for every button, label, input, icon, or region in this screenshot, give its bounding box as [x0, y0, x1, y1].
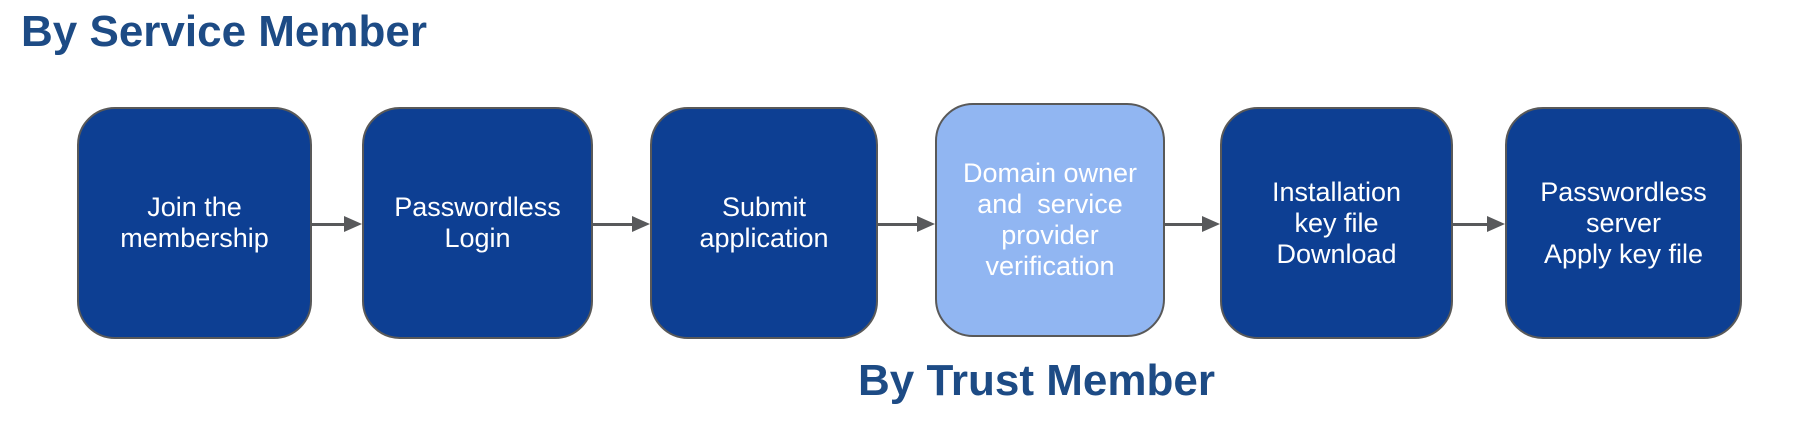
flow-step-submit-application: Submit application: [650, 107, 878, 339]
arrow-line: [593, 223, 636, 226]
flow-step-label: Passwordless Login: [394, 192, 561, 253]
arrow-right-icon: [917, 216, 935, 232]
flow-connector: [878, 216, 935, 233]
heading-by-trust-member: By Trust Member: [858, 356, 1215, 405]
flow-connector: [1453, 216, 1505, 233]
flow-step-domain-owner-verification: Domain owner and service provider verifi…: [935, 103, 1165, 337]
flow-step-passwordless-login: Passwordless Login: [362, 107, 593, 339]
flow-step-label: Submit application: [699, 192, 829, 253]
flow-step-label: Join the membership: [120, 192, 269, 253]
flow-step-installation-key-file-download: Installation key file Download: [1220, 107, 1453, 339]
arrow-right-icon: [632, 216, 650, 232]
flow-connector: [1165, 216, 1220, 233]
flow-step-label: Passwordless server Apply key file: [1540, 176, 1707, 269]
flow-connector: [312, 216, 362, 233]
arrow-line: [312, 223, 348, 226]
flow-step-label: Domain owner and service provider verifi…: [962, 158, 1138, 281]
flow-step-join-membership: Join the membership: [77, 107, 312, 339]
arrow-line: [1453, 223, 1491, 226]
arrow-line: [1165, 223, 1206, 226]
arrow-right-icon: [1487, 216, 1505, 232]
arrow-right-icon: [1202, 216, 1220, 232]
arrow-line: [878, 223, 921, 226]
flow-connector: [593, 216, 650, 233]
flow-step-label: Installation key file Download: [1271, 176, 1402, 269]
flow-step-passwordless-server-apply-key-file: Passwordless server Apply key file: [1505, 107, 1742, 339]
arrow-right-icon: [344, 216, 362, 232]
heading-by-service-member: By Service Member: [21, 7, 427, 56]
